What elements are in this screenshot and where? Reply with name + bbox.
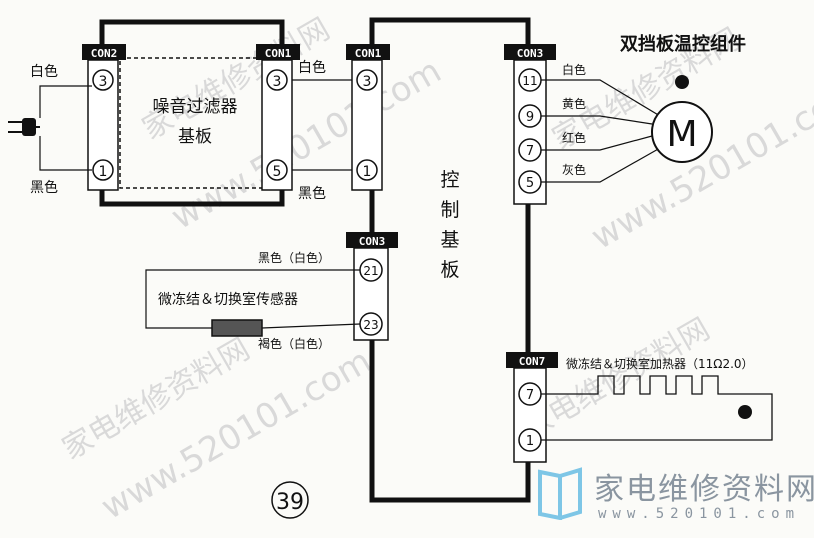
wire-filter-bottom xyxy=(99,190,285,207)
pin-c-top xyxy=(356,69,378,91)
wire-motor-yellow xyxy=(541,115,653,125)
label-white-mid: 白色 xyxy=(298,59,326,76)
pin-d-bottom-label: 23 xyxy=(363,318,378,332)
label-white-left: 白色 xyxy=(30,63,58,80)
sensor-element-icon xyxy=(211,319,263,337)
pin-b-bottom-label: 5 xyxy=(273,164,282,180)
connector-b-label: CON1 xyxy=(265,47,292,60)
pin-a-top xyxy=(92,69,114,91)
motor-icon xyxy=(651,101,713,163)
connector-e: CON3 xyxy=(504,44,556,60)
connector-f-label: CON7 xyxy=(519,355,546,368)
control-board-label-3: 基 xyxy=(440,229,459,251)
wire-black-left xyxy=(39,136,92,171)
label-pin23: 褐色（白色） xyxy=(258,336,330,351)
control-board-label-1: 控 xyxy=(440,169,459,191)
diagram-title: 双挡板温控组件 xyxy=(620,33,746,55)
pin-b-top-label: 3 xyxy=(273,74,282,90)
label-black-left: 黑色 xyxy=(30,179,58,196)
label-pin21: 黑色（白色） xyxy=(258,250,330,265)
logo-text-url: www.520101.com xyxy=(598,506,801,522)
control-board-outline xyxy=(369,17,531,503)
pin-f-top-label: 7 xyxy=(526,388,534,403)
figure-number-circle xyxy=(271,481,309,519)
pin-b-top xyxy=(266,69,288,91)
filter-board-label-2: 基板 xyxy=(178,127,212,147)
connector-a-label: CON2 xyxy=(91,47,118,60)
connector-a: CON2 xyxy=(82,44,126,60)
control-board-label-4: 板 xyxy=(440,259,459,281)
wire-motor-gray xyxy=(541,147,661,183)
label-black-mid: 黑色 xyxy=(298,185,326,202)
connector-d: CON3 xyxy=(346,232,398,248)
pin-c-bottom-label: 1 xyxy=(363,164,372,180)
pin-f-bottom-label: 1 xyxy=(526,434,534,449)
label-motor-white: 白色 xyxy=(562,62,586,77)
logo-text-cn: 家电维修资料网 xyxy=(594,472,814,507)
motor-symbol: M xyxy=(666,114,697,155)
pin-a-bottom-label: 1 xyxy=(99,164,108,180)
pin-a-top-label: 3 xyxy=(99,74,108,90)
motor-marker-icon xyxy=(675,75,689,89)
heater-marker-icon xyxy=(738,405,752,419)
figure-number: 39 xyxy=(276,490,304,515)
site-logo: 家电维修资料网 www.520101.com xyxy=(536,462,814,532)
connector-c: CON1 xyxy=(346,44,390,60)
label-motor-yellow: 黄色 xyxy=(562,97,586,111)
book-logo-icon xyxy=(538,467,582,520)
label-motor-gray: 灰色 xyxy=(562,163,586,177)
connector-f: CON7 xyxy=(506,352,558,368)
connector-c-label: CON1 xyxy=(355,47,382,60)
heater-label: 微冻结＆切换室加热器（11Ω2.0） xyxy=(566,356,754,371)
pin-d-top-label: 21 xyxy=(363,264,378,278)
sensor-label: 微冻结＆切换室传感器 xyxy=(158,291,298,308)
wire-motor-white xyxy=(541,79,661,117)
wire-filter-top xyxy=(99,19,285,46)
connector-e-label: CON3 xyxy=(517,47,544,60)
connector-d-label: CON3 xyxy=(359,235,386,248)
pin-a-bottom xyxy=(92,159,114,181)
label-motor-red: 红色 xyxy=(562,130,586,145)
wire-sensor-top xyxy=(145,269,360,329)
pin-e-2-label: 9 xyxy=(526,110,534,125)
filter-board-label-1: 噪音过滤器 xyxy=(153,97,238,117)
pin-e-4-label: 5 xyxy=(526,176,534,191)
pin-c-top-label: 3 xyxy=(363,74,372,90)
pin-b-bottom xyxy=(266,159,288,181)
wire-sensor-bottom xyxy=(261,323,361,329)
heater-element-icon xyxy=(541,375,773,441)
wire-white-left xyxy=(39,85,92,118)
wire-motor-red xyxy=(541,135,653,151)
pin-c-bottom xyxy=(356,159,378,181)
pin-e-3-label: 7 xyxy=(526,144,534,159)
power-plug-icon xyxy=(8,118,40,136)
connector-b: CON1 xyxy=(256,44,300,60)
control-board-label-2: 制 xyxy=(440,199,459,221)
pin-e-1-label: 11 xyxy=(522,74,537,88)
